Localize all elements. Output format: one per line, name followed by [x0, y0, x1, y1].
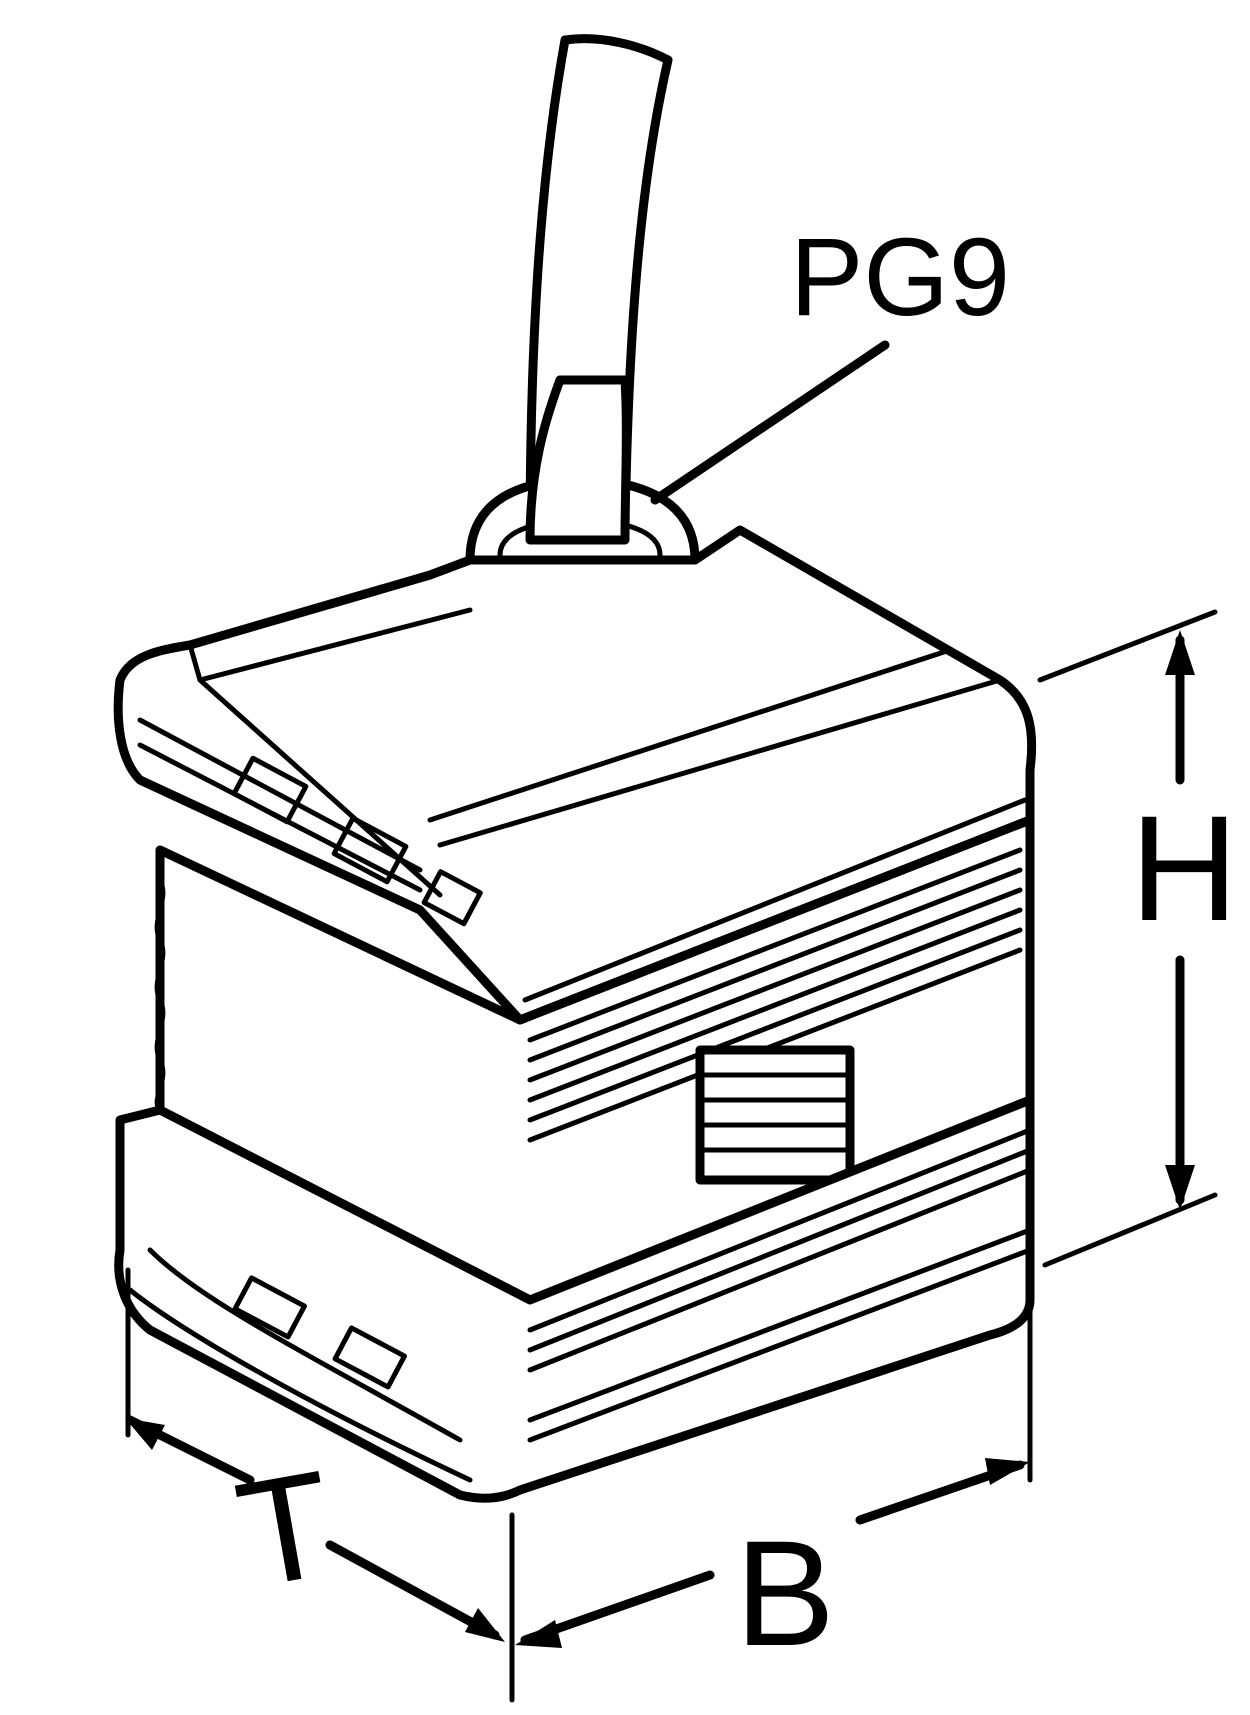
pg9-callout: PG9	[650, 216, 1010, 505]
enclosure-top	[113, 525, 1037, 1025]
dimension-b: B	[515, 1292, 1033, 1677]
enclosure-bottom	[114, 1095, 1035, 1503]
pg9-label: PG9	[790, 216, 1010, 339]
b-label: B	[735, 1509, 835, 1677]
t-label: T	[226, 1438, 345, 1619]
dimension-h: H	[1037, 609, 1238, 1268]
top-slots	[231, 755, 483, 927]
h-label: H	[1130, 784, 1238, 952]
